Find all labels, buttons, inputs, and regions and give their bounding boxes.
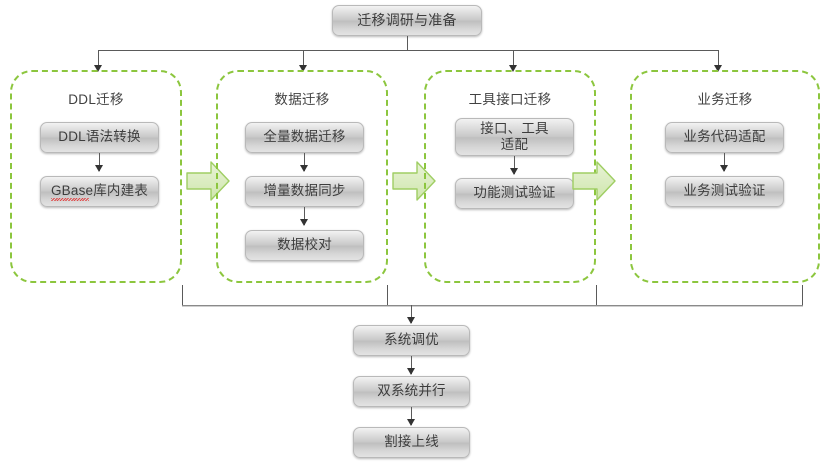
connector-bottom-bus — [182, 305, 803, 306]
arrowhead-ddl-1-2 — [95, 165, 103, 172]
connector-data-1-2 — [304, 153, 305, 171]
connector-business-1-2 — [724, 153, 725, 171]
connector-top-bus — [98, 50, 719, 51]
arrowhead-tail-1-2 — [407, 368, 415, 375]
connector-bus-to-tail — [411, 305, 412, 323]
stage-arrow-tools-to-business — [572, 160, 616, 202]
group-title-data-migration: 数据迁移 — [274, 92, 330, 107]
connector-top-stem — [407, 36, 408, 50]
connector-data-2-3 — [304, 207, 305, 225]
node-migration-research-prep[interactable]: 迁移调研与准备 — [332, 5, 482, 36]
arrowhead-business-1-2 — [720, 165, 728, 172]
stage-arrow-ddl-to-data — [186, 160, 230, 202]
group-business-migration — [630, 70, 820, 283]
connector-drop-3 — [513, 50, 514, 68]
connector-tools-1-2 — [514, 156, 515, 174]
node-gbase-create-tables[interactable]: GBase库内建表 — [40, 176, 159, 207]
spellcheck-underline-gbase — [51, 198, 89, 201]
group-title-ddl-migration: DDL迁移 — [68, 92, 124, 107]
arrowhead-drop-3 — [509, 65, 517, 72]
arrowhead-drop-1 — [94, 65, 102, 72]
arrowhead-tools-1-2 — [510, 168, 518, 175]
arrowhead-data-2-3 — [300, 219, 308, 226]
group-ddl-migration — [10, 70, 182, 283]
node-data-verification[interactable]: 数据校对 — [245, 230, 364, 261]
node-dual-system-parallel[interactable]: 双系统并行 — [353, 376, 470, 407]
node-function-test-validation[interactable]: 功能测试验证 — [455, 178, 574, 209]
connector-drop-4 — [718, 50, 719, 68]
connector-tail-2-3 — [411, 407, 412, 425]
connector-drop-2 — [303, 50, 304, 68]
arrowhead-drop-2 — [299, 65, 307, 72]
arrowhead-tail-2-3 — [407, 419, 415, 426]
connector-riser-3 — [596, 285, 597, 305]
node-ddl-syntax-conversion[interactable]: DDL语法转换 — [40, 122, 159, 153]
arrowhead-drop-4 — [714, 65, 722, 72]
node-interface-tool-adaptation[interactable]: 接口、工具 适配 — [455, 118, 574, 156]
arrowhead-data-1-2 — [300, 165, 308, 172]
node-incremental-data-sync[interactable]: 增量数据同步 — [245, 176, 364, 207]
group-title-business-migration: 业务迁移 — [697, 92, 753, 107]
group-data-migration — [216, 70, 388, 283]
node-business-test-validation[interactable]: 业务测试验证 — [665, 176, 784, 207]
connector-drop-1 — [98, 50, 99, 68]
connector-ddl-1-2 — [99, 153, 100, 171]
connector-riser-4 — [802, 285, 803, 305]
node-system-tuning[interactable]: 系统调优 — [353, 325, 470, 356]
arrowhead-bus-to-tail — [407, 317, 415, 324]
node-cutover-golive[interactable]: 割接上线 — [353, 427, 470, 458]
node-business-code-adaptation[interactable]: 业务代码适配 — [665, 122, 784, 153]
connector-riser-1 — [182, 285, 183, 305]
group-title-tool-interface-migration: 工具接口迁移 — [468, 92, 552, 107]
connector-riser-2 — [387, 285, 388, 305]
node-full-data-migration[interactable]: 全量数据迁移 — [245, 122, 364, 153]
connector-tail-1-2 — [411, 356, 412, 374]
